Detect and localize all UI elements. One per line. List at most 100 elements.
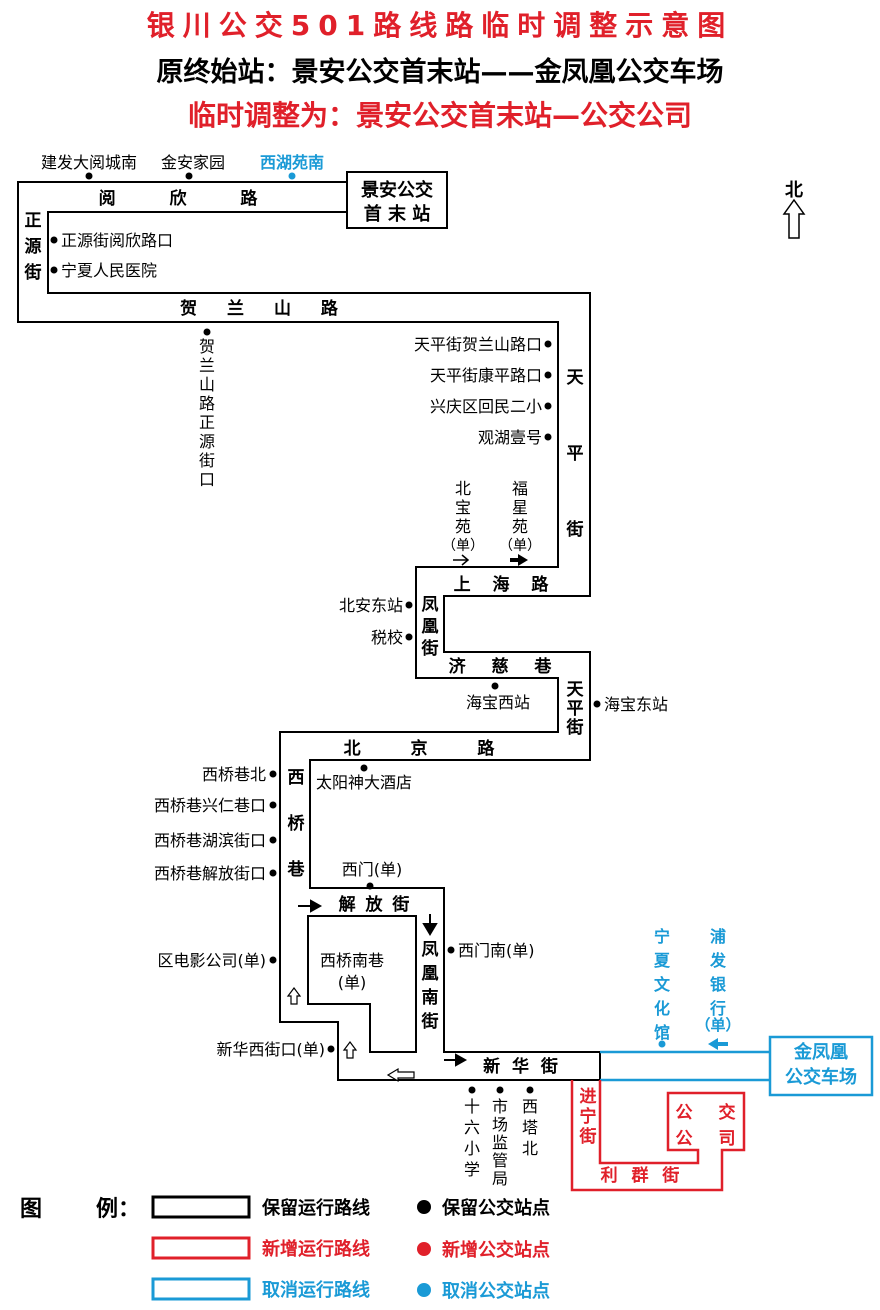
road-fenghuang: 凤凰街 (421, 595, 439, 659)
stop-dot (593, 700, 601, 708)
stop-dot (85, 172, 93, 180)
stop-ximen: 西门(单) (342, 860, 403, 879)
legend-kept-swatch (151, 1195, 251, 1219)
stop-dot (269, 956, 277, 964)
stop-dot (50, 236, 58, 244)
stop-zy-yuexin: 正源街阅欣路口 (61, 231, 173, 250)
kept-route-lines (17, 181, 601, 1081)
road-fenghuangnan: 凤凰南街 (421, 940, 439, 1032)
legend-title-2: 例： (96, 1197, 140, 1222)
stop-taiyang: 太阳神大酒店 (316, 773, 412, 792)
legend-added-stop: 新增公交站点 (442, 1239, 550, 1261)
legend-added-dot (417, 1242, 431, 1256)
jingan-terminal-box (346, 171, 448, 229)
stop-wenhua-cancelled: 宁夏文化馆 (653, 927, 671, 1042)
legend-cancel-line: 取消运行路线 (262, 1279, 370, 1301)
stop-fuxing: 福星苑 (512, 479, 528, 536)
jinfenghuang-terminal-line1: 金凤凰 (793, 1041, 848, 1063)
road-tianping-south: 天平街 (566, 680, 585, 738)
stop-dot (185, 172, 193, 180)
gongjiao-terminal-a: 公 (676, 1103, 693, 1123)
gongjiao-terminal-c: 公 (676, 1129, 693, 1149)
adjusted-route-text: 临时调整为：景安公交首末站—公交公司 (187, 99, 692, 132)
stop-beibao: 北宝苑 (455, 479, 471, 536)
road-shanghai: 上 海 路 (454, 574, 557, 595)
stop-beian: 北安东站 (339, 596, 403, 615)
stop-dot (468, 1086, 476, 1094)
stop-dot (269, 770, 277, 778)
map-title: 银川公交501路线路临时调整示意图 (146, 9, 734, 42)
jingan-terminal-line1: 景安公交 (361, 179, 433, 201)
jinfenghuang-terminal-box (768, 1035, 874, 1097)
legend-title: 图 (20, 1197, 42, 1222)
stop-pufa-single: （单） (695, 1016, 740, 1034)
cancelled-route-lines (600, 1035, 874, 1097)
stop-dot (50, 266, 58, 274)
legend-cancel-dot (417, 1283, 431, 1297)
stop-dot (405, 633, 413, 641)
stop-dot (544, 371, 552, 379)
stop-xita: 西塔北 (522, 1097, 538, 1158)
road-xiqiao: 西桥巷 (287, 768, 306, 880)
legend-added-line: 新增运行路线 (262, 1238, 370, 1260)
gongjiao-terminal-d: 司 (719, 1129, 736, 1149)
stop-fuxing-single: （单） (499, 538, 541, 554)
arrow-up-outline-icon (286, 987, 302, 1005)
stop-shiliu: 十六小学 (464, 1097, 480, 1179)
stop-dianying: 区电影公司(单) (158, 951, 267, 970)
vertical-stop-labels: 贺兰山路正源街口 北宝苑 福星苑 十六小学 市场监管局 西塔北 宁夏文化馆 浦发… (199, 337, 727, 1188)
stop-tp-helan: 天平街贺兰山路口 (414, 335, 542, 354)
arrow-right-solid-icon (298, 899, 323, 913)
stop-dot (491, 682, 499, 690)
direction-arrows (286, 554, 728, 1083)
compass-north-label: 北 (785, 180, 803, 201)
stop-labels: 建发大阅城南 金安家园 西湖苑南 正源街阅欣路口 宁夏人民医院 天平街贺兰山路口… (41, 153, 668, 1059)
arrow-right-outline-icon (453, 554, 470, 566)
road-helanshan: 贺 兰 山 路 (179, 298, 350, 319)
stop-xinhua-west: 新华西街口(单) (217, 1040, 326, 1059)
arrow-up-outline-icon (342, 1041, 358, 1059)
stop-shuixiao: 税校 (371, 628, 403, 647)
added-route-lines (570, 1080, 746, 1192)
legend-added-swatch (151, 1236, 251, 1260)
arrow-right-solid-icon (444, 1053, 468, 1067)
road-liqun: 利 群 街 (601, 1165, 684, 1186)
stop-dot (360, 764, 368, 772)
arrow-left-solid-icon (510, 554, 528, 566)
stop-xq-hubin: 西桥巷湖滨街口 (154, 831, 266, 850)
stop-dots (50, 172, 666, 1094)
arrow-left-cancelled-icon (708, 1038, 728, 1050)
stop-dot-cancelled (658, 1040, 666, 1048)
stop-dot (526, 1086, 534, 1094)
legend-kept-stop: 保留公交站点 (441, 1197, 550, 1219)
stop-dot (405, 601, 413, 609)
road-tianping-north: 天平街 (566, 368, 585, 540)
road-jiefang: 解 放 街 (339, 894, 412, 915)
corridor-cancel-xinhua-east (600, 1050, 770, 1082)
stop-shichang: 市场监管局 (492, 1097, 508, 1188)
stop-dot-cancelled (288, 172, 296, 180)
stop-xqnan: 西桥南巷 (320, 951, 384, 970)
stop-xq-jiefang: 西桥巷解放街口 (154, 864, 266, 883)
legend-cancel-swatch (151, 1277, 251, 1301)
stop-ximennan: 西门南(单) (458, 941, 535, 960)
original-route-text: 原终始站：景安公交首末站——金凤凰公交车场 (156, 57, 724, 88)
stop-xq-north: 西桥巷北 (202, 765, 266, 784)
stop-beibao-single: （单） (442, 538, 484, 554)
gongjiao-terminal-b: 交 (719, 1102, 736, 1123)
stop-pufa-cancelled: 浦发银行 (709, 927, 727, 1018)
stop-dot (496, 1086, 504, 1094)
jinfenghuang-terminal-line2: 公交车场 (785, 1066, 857, 1088)
stop-xihuyuan-cancelled: 西湖苑南 (260, 153, 324, 172)
corridor-yuexin-helan (17, 181, 601, 1081)
road-labels: 阅 欣 路 贺 兰 山 路 上 海 路 济 慈 巷 北 京 路 解 放 街 新 … (99, 188, 684, 1186)
arrow-down-solid-icon (422, 914, 438, 936)
corridor-added-jinning-liqun (570, 1080, 746, 1192)
stop-helan-zy: 贺兰山路正源街口 (199, 337, 215, 489)
stop-dot (544, 340, 552, 348)
jingan-terminal-line2: 首 末 站 (364, 203, 431, 225)
stop-xq-xingren: 西桥巷兴仁巷口 (154, 796, 266, 815)
stop-dot (269, 836, 277, 844)
stop-haibao-west: 海宝西站 (466, 693, 530, 712)
